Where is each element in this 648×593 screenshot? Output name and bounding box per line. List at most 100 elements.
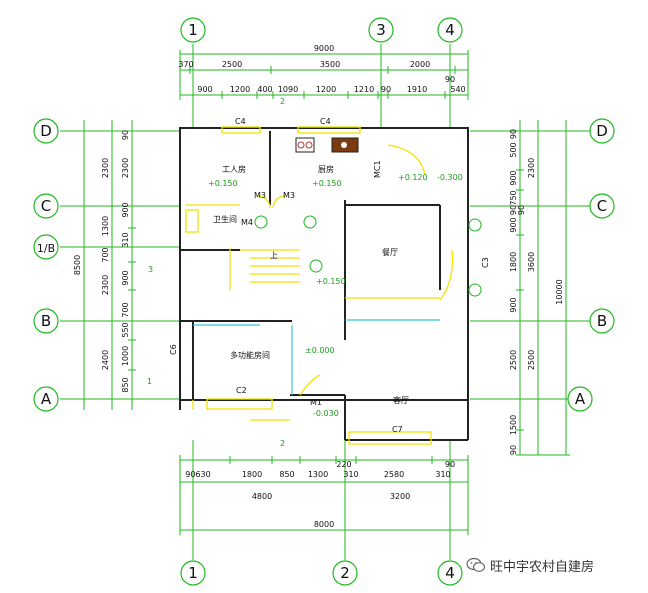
- axis-left-c: C: [41, 197, 51, 215]
- room-multi: 多功能房间: [230, 350, 270, 360]
- dim-right-mid-0: 2300: [527, 158, 536, 178]
- room-toilet: 卫生间: [213, 214, 237, 224]
- tag-m1: M1: [310, 398, 322, 407]
- dim-left-mid-1: 1300: [101, 216, 110, 236]
- dim-left-inner-5: 700: [121, 302, 130, 317]
- axis-left-a: A: [41, 390, 52, 408]
- dim-bot-r1-0: 90630: [185, 470, 210, 479]
- room-kitchen: 厨房: [318, 164, 334, 174]
- tag-sec-3: 3: [148, 265, 153, 274]
- axis-top-4: 4: [445, 21, 455, 39]
- dim-right-inner-1: 500: [509, 142, 518, 157]
- dim-right-inner-7: 1800: [509, 252, 518, 272]
- dim-left-mid-0: 2300: [101, 158, 110, 178]
- dim-left-inner-2: 900: [121, 202, 130, 217]
- room-dining: 餐厅: [382, 248, 398, 257]
- dim-right-inner-0: 90: [509, 129, 518, 139]
- dim-right-outer-0: 10000: [555, 279, 564, 304]
- dimension-lines: [80, 50, 570, 535]
- dim-left-mid-4: 850: [121, 377, 130, 392]
- dim-bot-total: 8000: [314, 520, 334, 529]
- tag-m3-b: M3: [283, 191, 295, 200]
- dim-right-inner-10: 90: [509, 445, 518, 455]
- tag-sec-2-bot: 2: [280, 439, 285, 448]
- tag-sec-2-top: 2: [280, 97, 285, 106]
- dim-left-mid-2: 700: [101, 247, 110, 262]
- axis-bottom-4: 4: [445, 564, 455, 582]
- wechat-icon: [466, 557, 486, 572]
- tag-c3: C3: [481, 257, 490, 268]
- dim-right-mid-2: 2500: [527, 350, 536, 370]
- axis-top-3: 3: [376, 21, 386, 39]
- dim-left-inner-0: 90: [121, 130, 130, 140]
- dim-bot-r2-0: 4800: [252, 492, 272, 501]
- plan-markers: [254, 215, 482, 297]
- dim-top-r2-3: 2000: [410, 60, 430, 69]
- dim-right-inner-4: 90: [509, 205, 518, 215]
- level-kitchen: +0.150: [312, 179, 342, 188]
- watermark: 旺中宇农村自建房: [466, 556, 595, 575]
- dim-top-r3-1: 1200: [230, 85, 250, 94]
- tag-c6: C6: [169, 344, 178, 355]
- dim-bot-r1-6: 2580: [384, 470, 404, 479]
- level-stair: +0.150: [316, 277, 346, 286]
- dim-top-r3-8: 540: [450, 85, 465, 94]
- dim-top-r2-1: 2500: [222, 60, 242, 69]
- kitchen-appliances: [295, 137, 359, 153]
- dim-top-total: 9000: [314, 44, 334, 53]
- tag-sec-1: 1: [147, 377, 152, 386]
- tag-c2: C2: [236, 386, 247, 395]
- dim-top-r3-0: 900: [197, 85, 212, 94]
- dim-bot-r1-4: 220: [336, 460, 351, 469]
- tag-m4: M4: [241, 218, 253, 227]
- dim-right-inner-6: 900: [509, 217, 518, 232]
- axis-left-1b: 1/B: [37, 242, 55, 255]
- watermark-text: 旺中宇农村自建房: [490, 559, 595, 575]
- dim-top-r2-2: 3500: [320, 60, 340, 69]
- axis-right-c: C: [597, 197, 607, 215]
- level-dining-b: -0.300: [437, 173, 463, 182]
- dim-left-outer-0: 8500: [73, 255, 82, 275]
- axis-right-b: B: [597, 312, 607, 330]
- dim-left-inner-1: 2300: [121, 158, 130, 178]
- tag-mc1: MC1: [373, 160, 382, 178]
- dim-right-inner-3: 750: [509, 190, 518, 205]
- dim-right-mid-3: 1500: [509, 415, 518, 435]
- tag-c4-a: C4: [235, 117, 246, 126]
- dim-top-r2-0: 370: [178, 60, 193, 69]
- tag-m3-a: M3: [254, 191, 266, 200]
- axis-right-d: D: [596, 122, 608, 140]
- dim-right-inner-9: 2500: [509, 350, 518, 370]
- dim-right-inner-5: 90: [517, 205, 526, 215]
- level-worker: +0.150: [208, 179, 238, 188]
- dim-left-inner-6: 550: [121, 322, 130, 337]
- cyan-lines: [193, 319, 440, 395]
- room-living: 客厅: [393, 395, 409, 405]
- dim-top-r3-4: 1200: [316, 85, 336, 94]
- dim-top-r3-7: 1910: [407, 85, 427, 94]
- dim-right-mid-1: 3600: [527, 252, 536, 272]
- dim-bot-r1-2: 850: [279, 470, 294, 479]
- dim-top-r3-3: 1090: [278, 85, 298, 94]
- level-dining-a: +0.120: [398, 173, 428, 182]
- level-hall: ±0.000: [305, 346, 335, 355]
- dim-left-inner-4: 900: [121, 270, 130, 285]
- dim-left-inner-3: 310: [121, 232, 130, 247]
- axis-bottom-2: 2: [340, 564, 350, 582]
- room-worker: 工人房: [222, 164, 246, 174]
- dim-bot-r1-7: 90: [445, 460, 455, 469]
- dim-bot-r1-1: 1800: [242, 470, 262, 479]
- axis-left-d: D: [40, 122, 52, 140]
- walls: [179, 127, 469, 441]
- dim-right-inner-2: 900: [509, 170, 518, 185]
- dim-right-inner-8: 900: [509, 297, 518, 312]
- axis-right-a: A: [575, 390, 586, 408]
- dim-top-r3-6: 90: [381, 85, 391, 94]
- tag-c7: C7: [392, 425, 403, 434]
- fixtures-yellow: [185, 126, 454, 445]
- dim-bot-r2-1: 3200: [390, 492, 410, 501]
- tag-c4-b: C4: [320, 117, 331, 126]
- axis-bubbles: [33, 17, 615, 586]
- axis-top-1: 1: [188, 21, 198, 39]
